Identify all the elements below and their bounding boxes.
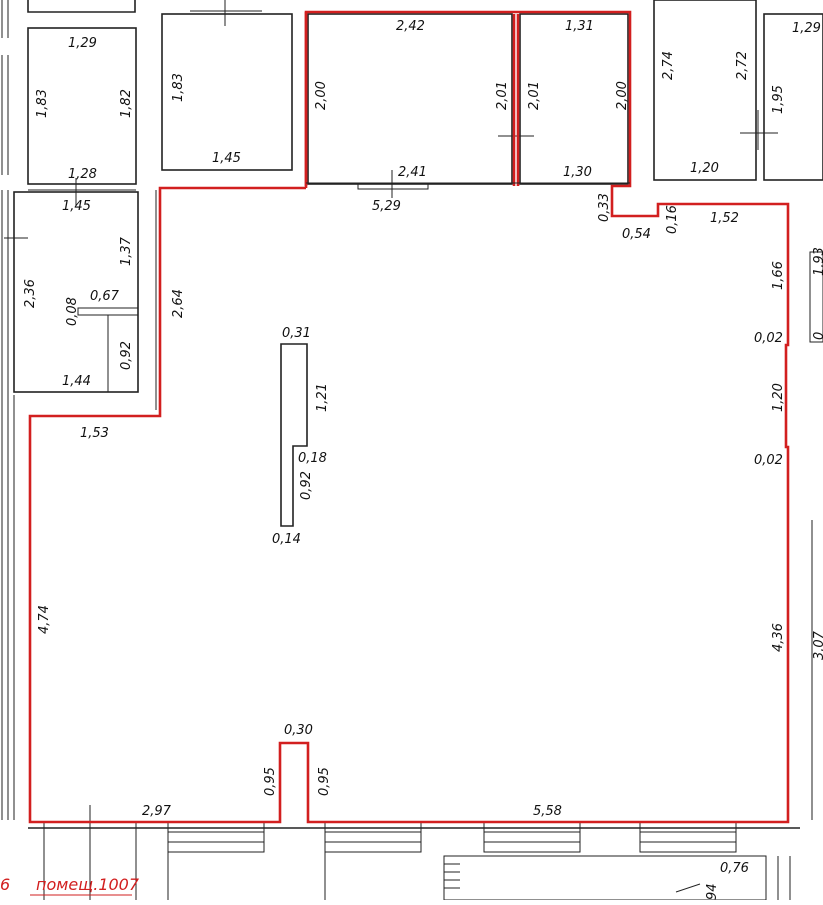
dim-label: 1,66 — [771, 261, 786, 290]
dim-label: 1,37 — [119, 236, 134, 266]
dim-label: 5,29 — [372, 199, 401, 214]
dim-label: 1,82 — [119, 89, 134, 118]
premises-outline — [28, 10, 790, 824]
dim-label: 3,07 — [812, 630, 823, 660]
dim-label: 1,83 — [171, 73, 186, 102]
dim-label: 2,64 — [171, 289, 186, 318]
dim-label: 0,92 — [119, 341, 134, 370]
dim-label: 1,28 — [68, 167, 97, 182]
dim-label: 2,72 — [735, 51, 750, 80]
dim-label: 0,14 — [272, 532, 301, 547]
dim-label: 1,20 — [771, 383, 786, 412]
dim-label: 0,92 — [299, 471, 314, 500]
dim-label: 2,36 — [23, 279, 38, 308]
dim-label: 1,52 — [710, 211, 739, 226]
dim-label: 0,31 — [282, 326, 311, 341]
dim-label: 0,02 — [754, 331, 783, 346]
dim-label: 1,29 — [792, 21, 821, 36]
window-marks — [167, 821, 737, 853]
dim-label: 4,36 — [771, 623, 786, 652]
dim-label: 0,08 — [65, 297, 80, 326]
dim-label: 0,33 — [597, 193, 612, 222]
dim-label: 2,74 — [661, 51, 676, 80]
dim-label: 94 — [705, 883, 720, 900]
dim-label: 0,02 — [754, 453, 783, 468]
dim-label: 0,30 — [284, 723, 313, 738]
dim-label: 0,95 — [263, 767, 278, 796]
dim-label: 2,00 — [314, 81, 329, 110]
dim-label: 0,18 — [298, 451, 327, 466]
dim-label: 0,67 — [90, 289, 120, 304]
edge-label-fragment: 6 — [0, 875, 10, 894]
dim-label: 0,16 — [665, 205, 680, 234]
dim-label: 0,95 — [317, 767, 332, 796]
dim-label: 1,95 — [771, 85, 786, 114]
dim-label: 1,21 — [315, 383, 330, 412]
dim-label: 1,20 — [690, 161, 719, 176]
dim-label: 1,45 — [212, 151, 241, 166]
dim-label: 1,93 — [812, 247, 823, 276]
dim-label: 1,31 — [565, 19, 594, 34]
dim-label: 1,83 — [35, 89, 50, 118]
dim-label: 2,01 — [495, 81, 510, 110]
dim-label: 1,53 — [80, 426, 109, 441]
dim-label: 1,29 — [68, 36, 97, 51]
dim-label: 0 — [812, 332, 823, 340]
dim-label: 2,41 — [398, 165, 427, 180]
dim-label: 0,76 — [720, 861, 749, 876]
dim-label: 1,44 — [62, 374, 91, 389]
dim-label: 5,58 — [533, 804, 562, 819]
dim-label: 1,30 — [563, 165, 592, 180]
dim-label: 4,74 — [37, 605, 52, 634]
interior-column — [280, 343, 308, 527]
room-label: помещ.1007 — [36, 875, 140, 894]
dim-label: 2,01 — [527, 81, 542, 110]
dim-label: 1,45 — [62, 199, 91, 214]
dimension-labels: 2,42 1,31 2,00 2,01 2,01 2,00 2,41 1,30 … — [23, 19, 823, 900]
dim-label: 0,54 — [622, 227, 651, 242]
dim-label: 2,42 — [396, 19, 425, 34]
dim-label: 2,97 — [142, 804, 172, 819]
dim-label: 2,00 — [615, 81, 630, 110]
